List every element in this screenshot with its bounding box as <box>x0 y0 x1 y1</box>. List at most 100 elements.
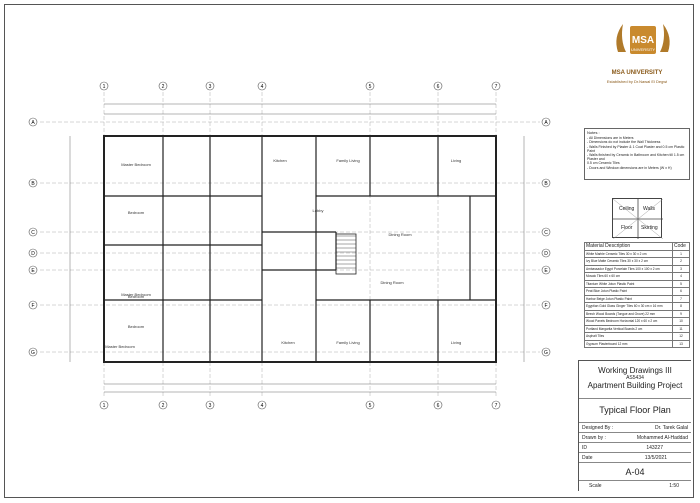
grid-bubble <box>541 300 551 310</box>
grid-bubble <box>28 347 38 357</box>
materials-row: Ambassador Egypt Porcelain Tiles 100 x 1… <box>584 264 690 273</box>
material-code: 5 <box>672 279 690 288</box>
stair <box>335 233 357 275</box>
grid-bubble <box>257 81 267 91</box>
grid-bubble <box>433 400 443 410</box>
logo-name: MSA UNIVERSITY <box>611 70 663 76</box>
note-line: - Dimensions do not include the Wall Thi… <box>587 140 661 145</box>
room-label: Kitchen <box>273 158 286 163</box>
grid-label-col: 2 <box>162 403 165 409</box>
grid-label-row: B <box>31 181 35 187</box>
grid-label-col: 2 <box>162 84 165 90</box>
designed-by-label: Designed By : <box>582 425 614 431</box>
note-line: - Walls Finished by Plaster & 1 Coat Pla… <box>587 144 685 153</box>
material-code: 6 <box>672 287 690 296</box>
room-label: Kitchen <box>281 340 294 345</box>
room-label: Master Bedroom <box>121 292 151 297</box>
materials-table: Material Description Code White Marble C… <box>584 242 690 348</box>
room-label: Bedroom <box>128 324 145 329</box>
materials-row: Wood Panels Bedroom Horizontal 120 x 60 … <box>584 317 690 326</box>
material-description: Peat Blue Jotun Plastic Paint <box>584 287 673 296</box>
grid-bubble <box>28 265 38 275</box>
grid-label-col: 6 <box>437 84 440 90</box>
drawing-title: Typical Floor Plan <box>599 405 671 415</box>
material-code: 3 <box>672 264 690 273</box>
material-code: 11 <box>672 324 690 333</box>
material-description: Harbor Beige Jotun Plastic Paint <box>584 294 673 303</box>
grid-label-col: 5 <box>369 84 372 90</box>
grid-label-col: 4 <box>261 403 264 409</box>
grid-label-col: 4 <box>261 84 264 90</box>
material-description: Ivy Blue Matte Ceramic Tiles 30 x 30 x 2… <box>584 257 673 266</box>
material-code: 12 <box>672 332 690 341</box>
material-description: Wood Panels Bedroom Horizontal 120 x 60 … <box>584 317 673 326</box>
grid-bubble <box>541 347 551 357</box>
grid-label-col: 3 <box>209 84 212 90</box>
materials-row: Beech Wood Boards (Tongue and Grove) 22 … <box>584 309 690 318</box>
grid-label-row: G <box>31 350 35 356</box>
grid-bubble <box>491 81 501 91</box>
grid-bubble <box>205 400 215 410</box>
grid-label-col: 6 <box>437 403 440 409</box>
notes-title: Notes : <box>587 130 600 135</box>
drawing-sheet <box>4 4 694 498</box>
designed-by-value: Dr. Tarek Galal <box>655 425 688 431</box>
msa-logo: MSA UNIVERSITY <box>616 24 670 54</box>
grid-bubble <box>541 227 551 237</box>
title-block: Working Drawings III AS5434 Apartment Bu… <box>578 360 691 491</box>
scale-value: 1:50 <box>669 483 679 489</box>
scale-row: Scale 1:50 <box>579 481 691 491</box>
materials-row: White Marble Ceramic Tiles 30 x 30 x 2 c… <box>584 249 690 258</box>
drawn-by-value: Mohammed Al-Haddad <box>636 435 688 441</box>
material-code: 4 <box>672 272 690 281</box>
material-code: 2 <box>672 257 690 266</box>
grid-bubble <box>257 400 267 410</box>
legend-ceiling: Ceiling <box>619 206 635 212</box>
grid-bubble <box>99 81 109 91</box>
grid-label-row: A <box>31 120 35 126</box>
legend-grid <box>613 199 663 239</box>
sheet-row: A-04 <box>579 463 691 481</box>
date-row: Date 13/5/2021 <box>579 453 691 463</box>
date-value: 13/5/2021 <box>644 455 667 461</box>
grid-bubble <box>365 81 375 91</box>
grid-bubble <box>365 400 375 410</box>
room-label: Family Living <box>336 340 359 345</box>
grid-label-row: C <box>31 230 35 236</box>
grid-bubble <box>28 117 38 127</box>
room-label: Master Bedroom <box>121 162 151 167</box>
legend-skirting: Skirting <box>641 225 658 231</box>
room-label: Dining Room <box>388 232 412 237</box>
note-line: - Doors and Window dimensions are in Met… <box>587 165 672 170</box>
grid-bubble <box>541 117 551 127</box>
grid-label-row: F <box>544 303 547 309</box>
grid-bubble <box>28 178 38 188</box>
id-row: ID 143227 <box>579 443 691 453</box>
svg-text:UNIVERSITY: UNIVERSITY <box>631 47 655 52</box>
drawn-by-label: Drawn by : <box>582 435 606 441</box>
material-description: Ambassador Egypt Porcelain Tiles 100 x 1… <box>584 264 673 273</box>
room-label: Bedroom <box>128 210 145 215</box>
grid-label-col: 7 <box>495 84 498 90</box>
material-code: 10 <box>672 317 690 326</box>
note-line: - All Dimensions are in Meters <box>587 136 634 141</box>
grid-bubble <box>541 178 551 188</box>
grid-bubble <box>491 400 501 410</box>
grid-label-row: F <box>31 303 34 309</box>
grid-bubble <box>541 265 551 275</box>
grid-label-col: 1 <box>103 84 106 90</box>
grid-bubble <box>28 227 38 237</box>
material-description: Mosaic Tiles 60 x 60 cm <box>584 272 673 281</box>
outer-wall <box>103 135 497 363</box>
material-code: 8 <box>672 302 690 311</box>
grid-label-row: D <box>544 251 548 257</box>
material-description: Gypsum Plasterboard 12 mm <box>584 339 673 348</box>
date-label: Date <box>582 455 593 461</box>
materials-row: Ivy Blue Matte Ceramic Tiles 30 x 30 x 2… <box>584 257 690 266</box>
room-label: Dining Room <box>380 280 404 285</box>
materials-row: Egyptian Gold Glass Ginger Tiles 60 x 30… <box>584 302 690 311</box>
